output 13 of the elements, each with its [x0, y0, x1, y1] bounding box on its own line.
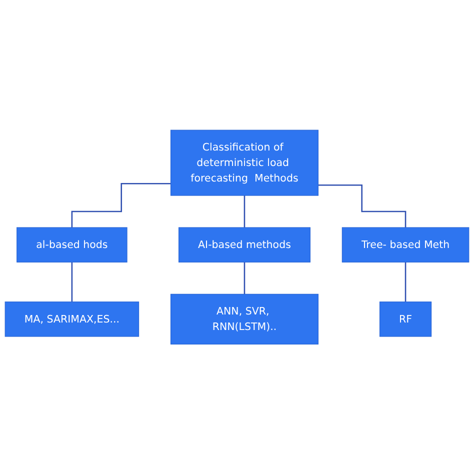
node-box: Tree- based Meth: [342, 227, 470, 262]
node-box: AI-based methods: [178, 227, 310, 262]
connector: [244, 261, 246, 295]
node-box: al-based hods: [16, 227, 128, 262]
connector: [71, 182, 171, 228]
node-box: MA, SARIMAX,ES...: [4, 301, 140, 337]
node-box: ANN, SVR, RNN(LSTM)..: [170, 294, 318, 344]
connector: [244, 194, 246, 228]
node-box: Classification of deterministic load forecasting Methods: [170, 130, 318, 196]
connector: [318, 184, 406, 228]
connector: [404, 261, 406, 302]
connector: [71, 261, 73, 302]
node-box: RF: [379, 301, 432, 337]
